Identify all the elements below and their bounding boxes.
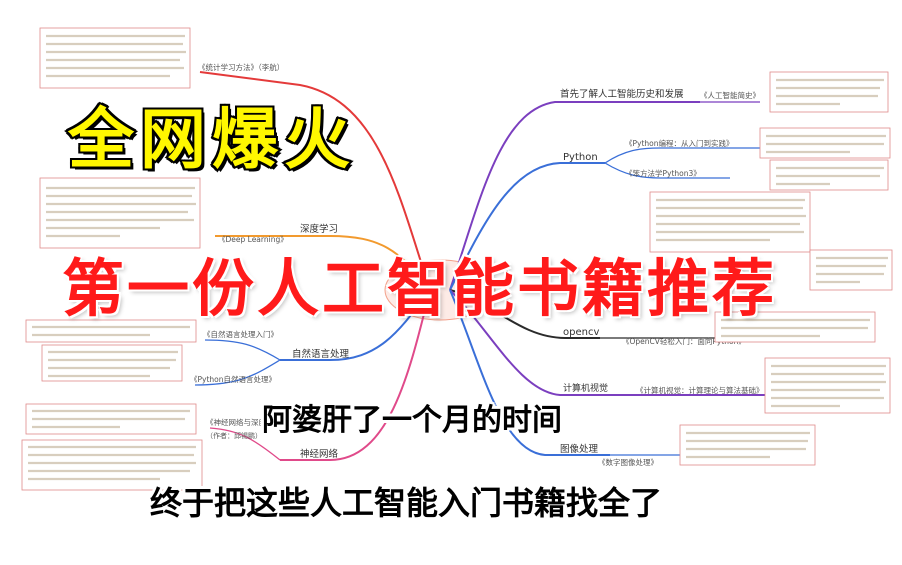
headline-sub: 第一份人工智能书籍推荐 [61, 251, 778, 326]
headline-main: 全网爆火 [66, 99, 356, 180]
book-nlp-intro: 《自然语言处理入门》 [203, 329, 278, 339]
headline-caption-2: 终于把这些人工智能入门书籍找全了 [150, 484, 663, 522]
book-neural-network: 《神经网络与深度学习》 [206, 417, 289, 427]
book-image-processing: 《数字图像处理》 [598, 457, 658, 467]
book-opencv: 《OpenCV轻松入门：面向Python》 [622, 336, 746, 346]
node-opencv: opencv [563, 327, 599, 338]
branches-right [449, 101, 770, 456]
book-cv: 《计算机视觉：计算理论与算法基础》 [636, 385, 764, 395]
headline-caption-1: 阿婆肝了一个月的时间 [262, 403, 562, 438]
branches-left [194, 71, 431, 461]
node-nlp: 自然语言处理 [292, 348, 350, 360]
center-hub [384, 259, 496, 321]
node-neural-network: 神经网络 [300, 448, 339, 460]
node-cv: 计算机视觉 [563, 382, 608, 394]
book-python-crash: 《Python编程：从入门到实践》 [625, 138, 734, 148]
book-author: （作者：邱锡鹏） [206, 431, 262, 440]
book-statistics: 《统计学习方法》（李航） [198, 62, 284, 72]
book-python-hard: 《笨方法学Python3》 [625, 168, 701, 178]
node-python: Python [563, 152, 598, 163]
book-ai-history: 《人工智能简史》 [700, 90, 760, 100]
book-deep-learning: 《Deep Learning》 [218, 235, 288, 244]
node-history: 首先了解人工智能历史和发展 [560, 88, 684, 100]
book-nlp-python: 《Python自然语言处理》 [190, 374, 276, 384]
node-image-processing: 图像处理 [560, 443, 599, 455]
node-deep-learning: 深度学习 [300, 223, 338, 235]
note-text-lines [28, 34, 888, 481]
